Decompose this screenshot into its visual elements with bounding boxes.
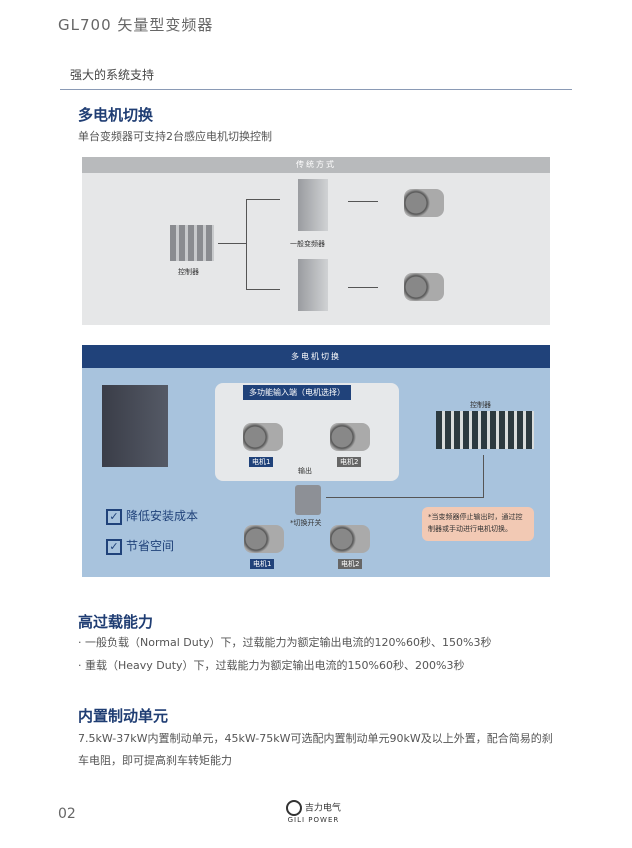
multi-motor-bar: 多电机切换 <box>82 345 550 368</box>
traditional-bar: 传统方式 <box>82 157 550 173</box>
multi-motor-title: 多电机切换 <box>78 106 154 124</box>
logo-cn: 吉力电气 <box>304 803 341 814</box>
motor-icon <box>244 525 284 553</box>
benefit-label: 降低安装成本 <box>126 509 199 523</box>
inverter-icon <box>298 259 328 311</box>
motor1-tag: 电机1 <box>250 559 275 569</box>
logo-en: GILI POWER <box>287 816 340 824</box>
inverter-image <box>102 385 168 467</box>
output-label: 输出 <box>298 467 312 475</box>
benefit-item: ✓ 节省空间 <box>106 537 174 555</box>
controller-icon <box>170 225 214 261</box>
motor-icon <box>404 273 444 301</box>
benefit-label: 节省空间 <box>126 539 175 553</box>
motor-icon <box>330 423 370 451</box>
motor1-tag: 电机1 <box>249 457 274 467</box>
braking-title: 内置制动单元 <box>78 707 169 725</box>
overload-title: 高过载能力 <box>78 613 154 631</box>
benefit-item: ✓ 降低安装成本 <box>106 507 198 525</box>
motor2-tag: 电机2 <box>338 559 363 569</box>
switch-icon <box>295 485 321 515</box>
multi-motor-diagram: 多电机切换 多功能输入端（电机选择） 电机1 电机2 控制器 输出 *切换开关 … <box>82 345 550 577</box>
logo-mark-icon <box>286 800 302 816</box>
inverter-icon <box>298 179 328 231</box>
note-box: *当变频器停止输出时，通过控制器或手动进行电机切换。 <box>422 507 534 541</box>
braking-text: 7.5kW-37kW内置制动单元，45kW-75kW可选配内置制动单元90kW及… <box>78 732 553 767</box>
controller-label: 控制器 <box>470 401 491 409</box>
checkbox-icon: ✓ <box>106 539 122 555</box>
motor-icon <box>330 525 370 553</box>
motor2-tag: 电机2 <box>337 457 362 467</box>
traditional-diagram: 传统方式 控制器 一般变频器 <box>82 157 550 325</box>
plc-image <box>436 411 534 449</box>
checkbox-icon: ✓ <box>106 509 122 525</box>
page-number: 02 <box>58 806 76 822</box>
input-terminal-label: 多功能输入端（电机选择） <box>243 385 351 400</box>
callout-panel: 多功能输入端（电机选择） 电机1 电机2 <box>215 383 399 481</box>
logo: 吉力电气 GILI POWER <box>286 800 341 824</box>
divider <box>60 89 572 90</box>
overload-item: · 重载（Heavy Duty）下，过载能力为额定输出电流的150%60秒、20… <box>78 659 465 672</box>
document-title: GL700 矢量型变频器 <box>58 16 214 34</box>
motor-icon <box>243 423 283 451</box>
section-heading: 强大的系统支持 <box>70 68 155 82</box>
inverter-label: 一般变频器 <box>290 240 325 248</box>
switch-label: *切换开关 <box>290 519 322 527</box>
controller-label: 控制器 <box>178 268 199 276</box>
multi-motor-subtitle: 单台变频器可支持2台感应电机切换控制 <box>78 130 272 143</box>
overload-item: · 一般负载（Normal Duty）下，过载能力为额定输出电流的120%60秒… <box>78 636 492 649</box>
motor-icon <box>404 189 444 217</box>
